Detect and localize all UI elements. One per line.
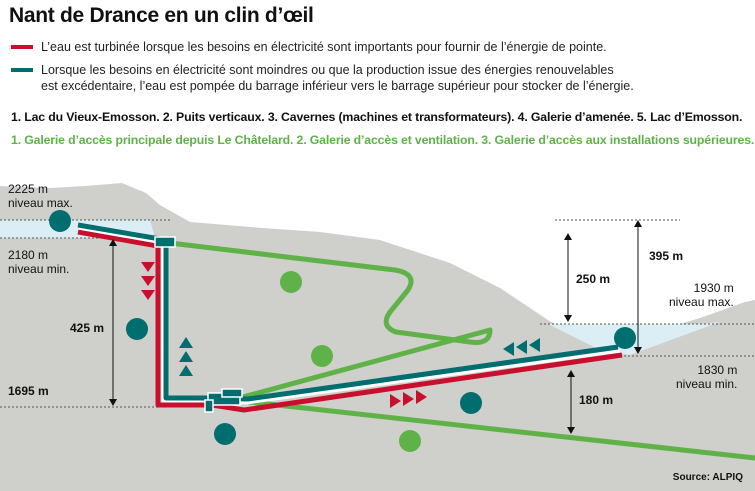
marker-galerie-acces-ventilation [311, 345, 333, 367]
access-gallery-1 [229, 397, 755, 461]
legend-pump-text-2: est excédentaire, l’eau est pompée du ba… [41, 79, 634, 93]
turbine-flow-arrows-right [390, 390, 427, 408]
teal-arrow-left-3 [529, 338, 540, 352]
red-arrow-down-3 [141, 290, 155, 300]
page-title: Nant de Drance en un clin d’œil [9, 4, 314, 27]
label-1930-value: 1930 m [693, 281, 734, 295]
teal-line-swatch [11, 67, 33, 72]
legend-pump: Lorsque les besoins en électricité sont … [11, 62, 741, 94]
cavern-structure [204, 388, 243, 413]
teal-arrow-left-2 [516, 340, 527, 354]
turbine-pipe-path [77, 229, 623, 413]
caption-teal: 1. Lac du Vieux-Emosson. 2. Puits vertic… [11, 110, 743, 124]
upper-intake-structure [154, 236, 176, 248]
pump-pipe-path [77, 222, 619, 402]
green-markers [280, 271, 421, 452]
label-1930: 1930 m niveau max. [669, 281, 734, 309]
marker-lac-vieux-emosson [49, 210, 71, 232]
label-2225-value: 2225 m [8, 182, 49, 196]
pipe-separator [77, 226, 621, 405]
label-1930-text: niveau max. [669, 295, 734, 309]
teal-arrow-up-3 [179, 365, 193, 376]
pump-pipeline [77, 222, 619, 402]
marker-galerie-acces-principale [399, 430, 421, 452]
mountain-silhouette [0, 183, 755, 491]
teal-arrow-up-2 [179, 351, 193, 362]
label-2225: 2225 m niveau max. [8, 182, 73, 210]
legend-pump-text-1: Lorsque les besoins en électricité sont … [41, 63, 614, 77]
red-arrow-right-2 [403, 392, 414, 406]
legend-turbine: L’eau est turbinée lorsque les besoins e… [11, 39, 741, 55]
label-1830-value: 1830 m [697, 363, 738, 377]
marker-puits-verticaux [126, 318, 148, 340]
red-arrow-right-1 [390, 394, 401, 408]
marker-galerie-acces-superieures [280, 271, 302, 293]
red-arrow-down-1 [141, 262, 155, 272]
access-gallery-3 [167, 240, 493, 345]
dimension-180 [567, 370, 575, 434]
access-galleries [167, 240, 755, 461]
dimension-425 [109, 239, 117, 406]
label-2225-text: niveau max. [8, 196, 73, 210]
red-line-swatch [11, 44, 33, 49]
dimension-label-395: 395 m [649, 249, 684, 263]
dimension-label-425: 425 m [70, 321, 105, 335]
marker-lac-emosson [614, 327, 636, 349]
legend-turbine-text: L’eau est turbinée lorsque les besoins e… [41, 40, 607, 54]
pump-flow-arrows-left [503, 338, 540, 356]
teal-markers [49, 210, 636, 445]
dimension-395 [634, 220, 642, 354]
label-1695: 1695 m [8, 384, 49, 398]
access-gallery-2 [229, 327, 493, 403]
red-arrow-down-2 [141, 276, 155, 286]
teal-arrow-left-1 [503, 342, 514, 356]
red-arrow-right-3 [416, 390, 427, 404]
label-2180: 2180 m niveau min. [8, 248, 69, 276]
teal-arrow-up-1 [179, 337, 193, 348]
turbine-pipeline [77, 229, 623, 413]
caption-green: 1. Galerie d’accès principale depuis Le … [11, 133, 755, 147]
pump-flow-arrows-up [179, 337, 193, 376]
marker-galerie-amenee [460, 392, 482, 414]
label-1830-text: niveau min. [676, 377, 738, 391]
dimension-250 [564, 233, 572, 322]
dimension-label-180: 180 m [579, 393, 614, 407]
label-1830: 1830 m niveau min. [676, 363, 737, 391]
label-2180-value: 2180 m [8, 248, 49, 262]
dimension-label-250: 250 m [576, 272, 611, 286]
label-2180-text: niveau min. [8, 262, 70, 276]
source-credit: Source: ALPIQ [672, 472, 743, 483]
marker-cavernes [214, 423, 236, 445]
dimension-arrows [109, 220, 642, 434]
turbine-flow-arrows-down [141, 262, 155, 300]
